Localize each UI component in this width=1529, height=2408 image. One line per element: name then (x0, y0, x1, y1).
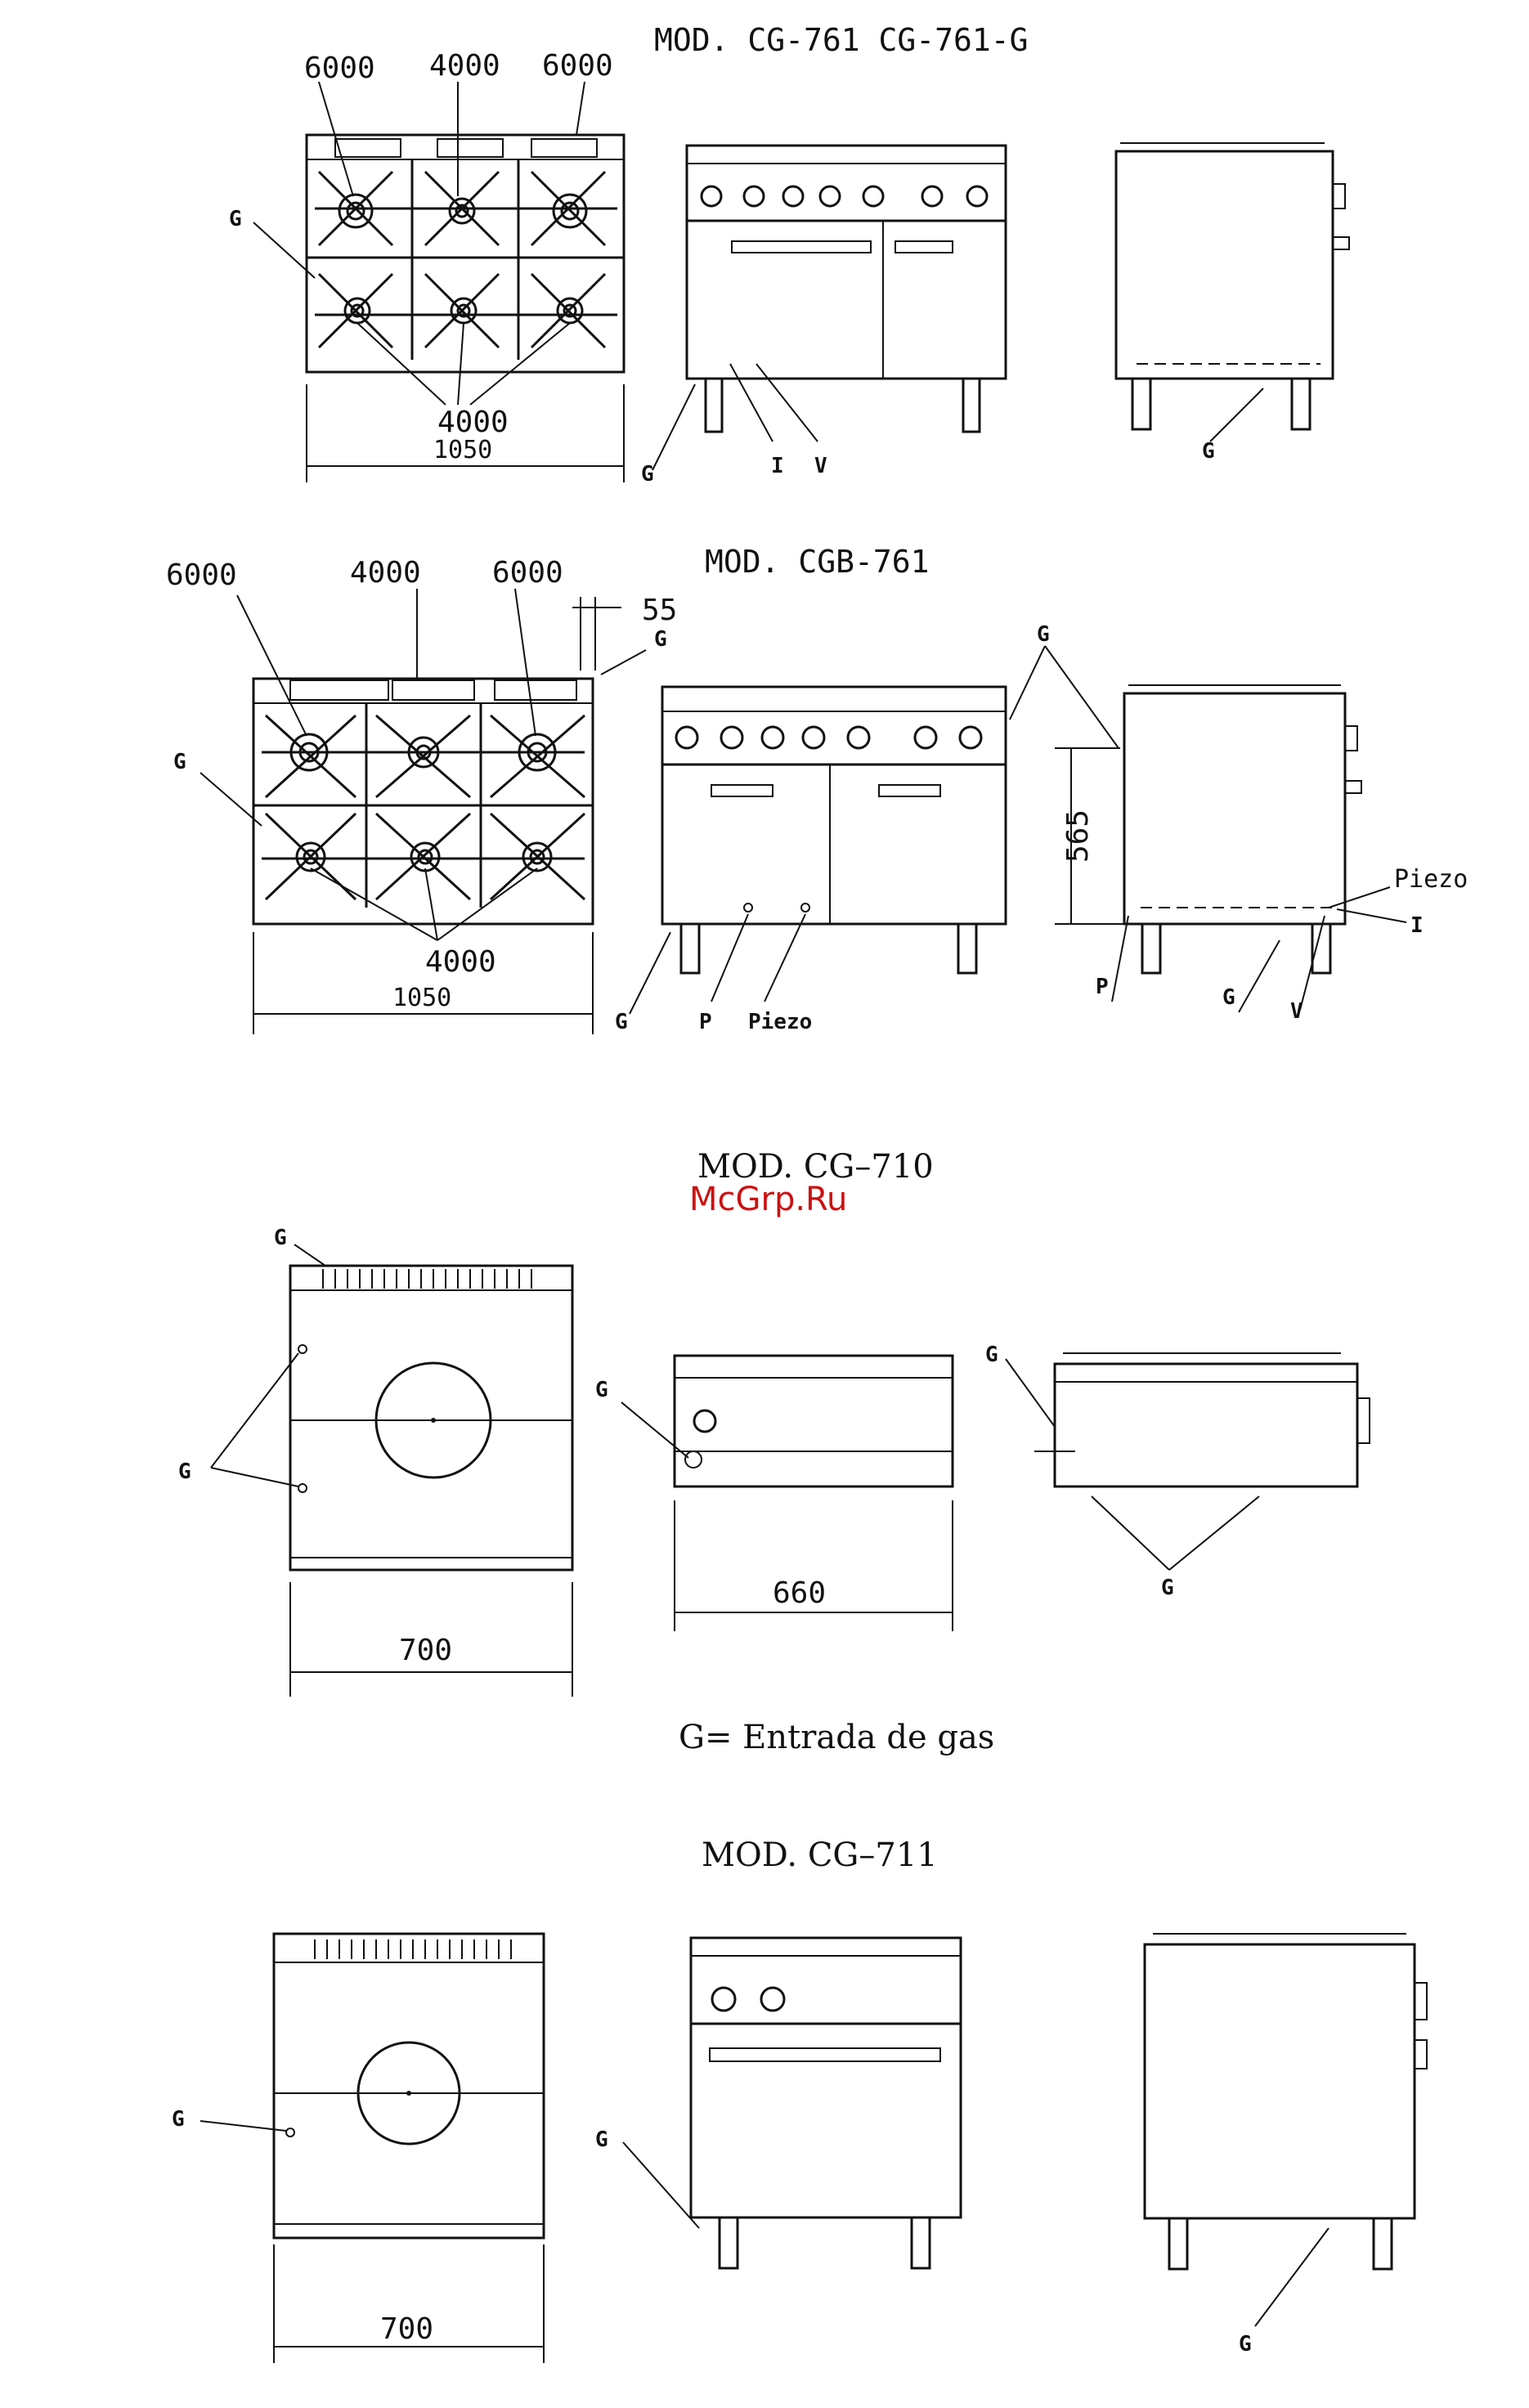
depth-dimension-cg710: 660 (773, 1576, 826, 1610)
burner-power-front-cgb: 4000 (425, 945, 496, 979)
burner-power-center: 4000 (429, 49, 500, 83)
gas-inlet-label-cg710-left: G (178, 1460, 191, 1484)
gas-inlet-label-cgb-side: G (1037, 622, 1050, 647)
width-dimension-cg711: 700 (380, 2312, 433, 2346)
model-title-cg711: MOD. CG–711 (702, 1836, 938, 1874)
control-knob-cg711-b (761, 1988, 784, 2011)
burner-power-left: 6000 (304, 52, 375, 85)
section-cg-761: MOD. CG-761 CG-761-G 6000 4000 6000 (229, 22, 1349, 487)
label-i: I (771, 454, 784, 478)
cooktop-outline (307, 135, 624, 372)
height-dimension: 565 (1061, 809, 1095, 863)
gas-inlet-label-cgb-top: G (654, 627, 667, 652)
width-dimension-cg710: 700 (399, 1634, 452, 1667)
control-knob-cg710 (694, 1410, 715, 1432)
top-view-cg711: G 700 (172, 1934, 544, 2363)
gas-inlet-label-side: G (1202, 439, 1215, 464)
section-cg-711: MOD. CG–711 G 700 (172, 1836, 1427, 2363)
front-view-cgb761: G P Piezo (615, 687, 1006, 1034)
label-piezo-side: Piezo (1394, 865, 1468, 894)
gas-inlet-label-cg710-top: G (274, 1226, 287, 1250)
gas-inlet-label-front: G (641, 462, 654, 487)
gas-inlet-label-cg710-bottom: G (1161, 1576, 1174, 1600)
label-v: V (814, 454, 827, 478)
section-cg-710: MOD. CG–710 McGrp.Ru G (178, 1148, 1370, 1756)
offset-dimension: 55 (642, 594, 677, 627)
burner-power-right-cgb: 6000 (492, 556, 563, 590)
top-view-cgb761: 6000 4000 6000 55 (166, 556, 677, 1034)
gas-inlet-label-cg711-front: G (595, 2128, 608, 2152)
label-v-side: V (1290, 999, 1303, 1024)
gas-inlet-label-cgb-front: G (615, 1010, 628, 1034)
side-view-cgb761: G 565 Piezo I P G V (1010, 622, 1468, 1024)
gas-inlet-label-cgb: G (173, 750, 186, 774)
pan-support-grid (307, 159, 624, 360)
width-dimension-cgb: 1050 (392, 984, 451, 1012)
control-knobs-cg761 (702, 186, 987, 206)
control-knobs-cgb761 (676, 727, 981, 748)
front-view-cg761: G I V (641, 146, 1006, 487)
label-piezo: Piezo (748, 1010, 812, 1034)
burner-power-left-cgb: 6000 (166, 558, 237, 592)
width-dimension: 1050 (433, 436, 492, 464)
side-view-cg761: G (1116, 143, 1349, 464)
burner-power-right: 6000 (542, 49, 613, 83)
gas-inlet-label-cg711-top: G (172, 2107, 185, 2132)
side-view-cg711: G (1145, 1934, 1427, 2356)
gas-inlet-label-cgb-bottom: G (1222, 985, 1235, 1010)
legend-text: G= Entrada de gas (679, 1719, 994, 1756)
gas-inlet-label-cg711-side: G (1239, 2332, 1252, 2356)
gas-inlet-label-cg710-side: G (985, 1343, 998, 1367)
front-view-cg710: G 660 (595, 1356, 953, 1631)
model-title-cg761: MOD. CG-761 CG-761-G (654, 22, 1029, 58)
watermark: McGrp.Ru (689, 1181, 847, 1218)
burner-power-center-cgb: 4000 (350, 556, 421, 590)
label-p-side: P (1096, 975, 1109, 999)
model-title-cgb761: MOD. CGB-761 (705, 544, 930, 580)
gas-inlet-label-cg710-front: G (595, 1378, 608, 1402)
label-i-side: I (1410, 913, 1424, 938)
label-p: P (699, 1010, 712, 1034)
control-knob-cg711-a (712, 1988, 735, 2011)
front-view-cg711: G (595, 1938, 961, 2268)
section-cgb-761: MOD. CGB-761 6000 4000 6000 55 (166, 544, 1468, 1034)
gas-inlet-label: G (229, 207, 242, 231)
top-view-cg710: G G 700 (178, 1226, 572, 1697)
side-view-cg710: G G (985, 1343, 1370, 1600)
burner-power-front: 4000 (437, 406, 509, 439)
top-view-cg761: 6000 4000 6000 (229, 49, 624, 482)
